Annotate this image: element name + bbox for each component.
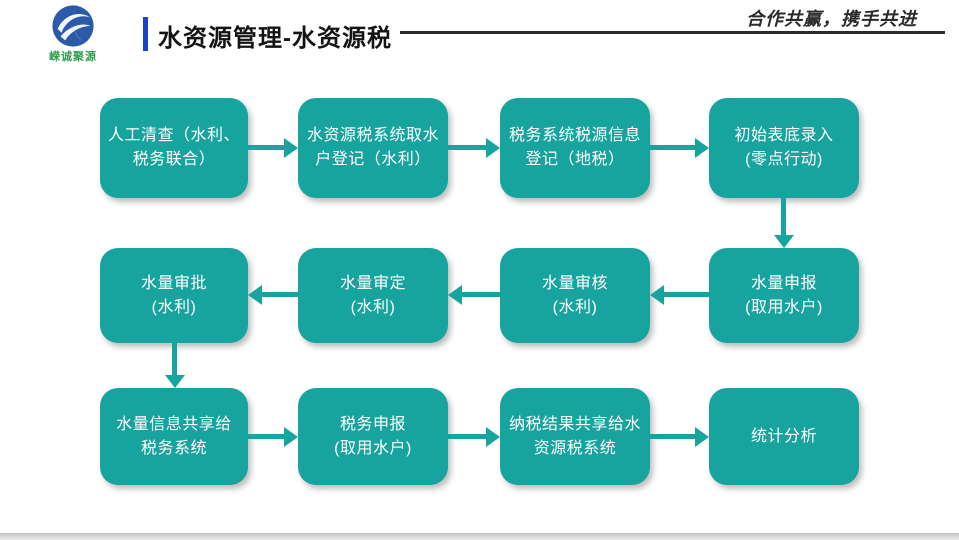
header-slogan: 合作共赢，携手共进 bbox=[746, 9, 917, 29]
flow-box-volume-determination: 水量审定 (水利) bbox=[298, 248, 448, 343]
flow-box-volume-approval: 水量审批 (水利) bbox=[100, 248, 248, 343]
flow-box-tax-source-registration: 税务系统税源信息 登记（地税） bbox=[500, 98, 650, 198]
flow-box-share-tax-result: 纳税结果共享给水 资源税系统 bbox=[500, 388, 650, 485]
title-accent-bar bbox=[143, 17, 148, 51]
flow-box-text: (水利) bbox=[552, 298, 598, 316]
flow-box-text: (水利) bbox=[151, 298, 197, 316]
flow-box-text: 税务联合） bbox=[132, 151, 216, 168]
logo-company-name: 嵘诚聚源 bbox=[49, 51, 97, 63]
flow-box-manual-check: 人工清查（水利、 税务联合） bbox=[100, 98, 248, 198]
flow-arrow-left-icon bbox=[448, 285, 500, 305]
flow-box-text: 登记（地税） bbox=[525, 151, 625, 168]
flow-box-text: 人工清查（水利、 bbox=[107, 127, 240, 144]
flow-arrow-left-icon bbox=[650, 285, 709, 305]
logo-swirl-icon bbox=[52, 5, 94, 47]
flow-arrow-right-icon bbox=[448, 138, 500, 158]
flow-arrow-right-icon bbox=[448, 427, 500, 447]
flow-box-text: 资源税系统 bbox=[533, 439, 617, 457]
flow-box-statistical-analysis: 统计分析 bbox=[709, 388, 859, 485]
page-title: 水资源管理-水资源税 bbox=[158, 25, 392, 52]
flow-arrow-down-icon bbox=[165, 343, 185, 388]
flow-box-text: 税务系统 bbox=[140, 439, 207, 457]
flow-arrow-right-icon bbox=[650, 427, 709, 447]
flow-box-initial-meter-entry: 初始表底录入 (零点行动) bbox=[709, 98, 859, 198]
flow-box-text: 水量审核 bbox=[541, 274, 608, 292]
flow-box-volume-review: 水量审核 (水利) bbox=[500, 248, 650, 343]
flow-box-text: (水利) bbox=[350, 298, 396, 316]
header-divider-line bbox=[400, 31, 945, 34]
slide-bottom-edge bbox=[0, 533, 959, 540]
flow-box-text: 水量审批 bbox=[140, 274, 207, 292]
flow-box-text: 初始表底录入 bbox=[734, 127, 834, 144]
flow-box-text: 水量信息共享给 bbox=[116, 415, 232, 433]
flow-arrow-right-icon bbox=[248, 138, 298, 158]
flow-box-text: 户登记（水利） bbox=[315, 151, 431, 168]
flow-arrow-right-icon bbox=[650, 138, 709, 158]
flow-box-text: 统计分析 bbox=[750, 427, 817, 445]
flow-arrow-right-icon bbox=[248, 427, 298, 447]
flow-box-share-volume-to-tax: 水量信息共享给 税务系统 bbox=[100, 388, 248, 485]
flow-box-text: (取用水户) bbox=[334, 439, 412, 457]
flow-box-text: 税务申报 bbox=[339, 415, 406, 433]
flow-box-water-user-registration: 水资源税系统取水 户登记（水利） bbox=[298, 98, 448, 198]
company-logo: 嵘诚聚源 bbox=[36, 3, 110, 64]
flow-box-text: 税务系统税源信息 bbox=[508, 127, 641, 144]
flow-box-text: (零点行动) bbox=[745, 151, 823, 168]
flow-box-text: 水量审定 bbox=[339, 274, 406, 292]
flow-box-text: (取用水户) bbox=[745, 298, 823, 316]
flow-arrow-down-icon bbox=[774, 198, 794, 248]
flow-box-volume-declaration: 水量申报 (取用水户) bbox=[709, 248, 859, 343]
flow-box-text: 纳税结果共享给水 bbox=[508, 415, 641, 433]
flow-box-text: 水资源税系统取水 bbox=[306, 127, 439, 144]
flow-box-text: 水量申报 bbox=[750, 274, 817, 292]
flow-box-tax-declaration: 税务申报 (取用水户) bbox=[298, 388, 448, 485]
flow-arrow-left-icon bbox=[248, 285, 298, 305]
